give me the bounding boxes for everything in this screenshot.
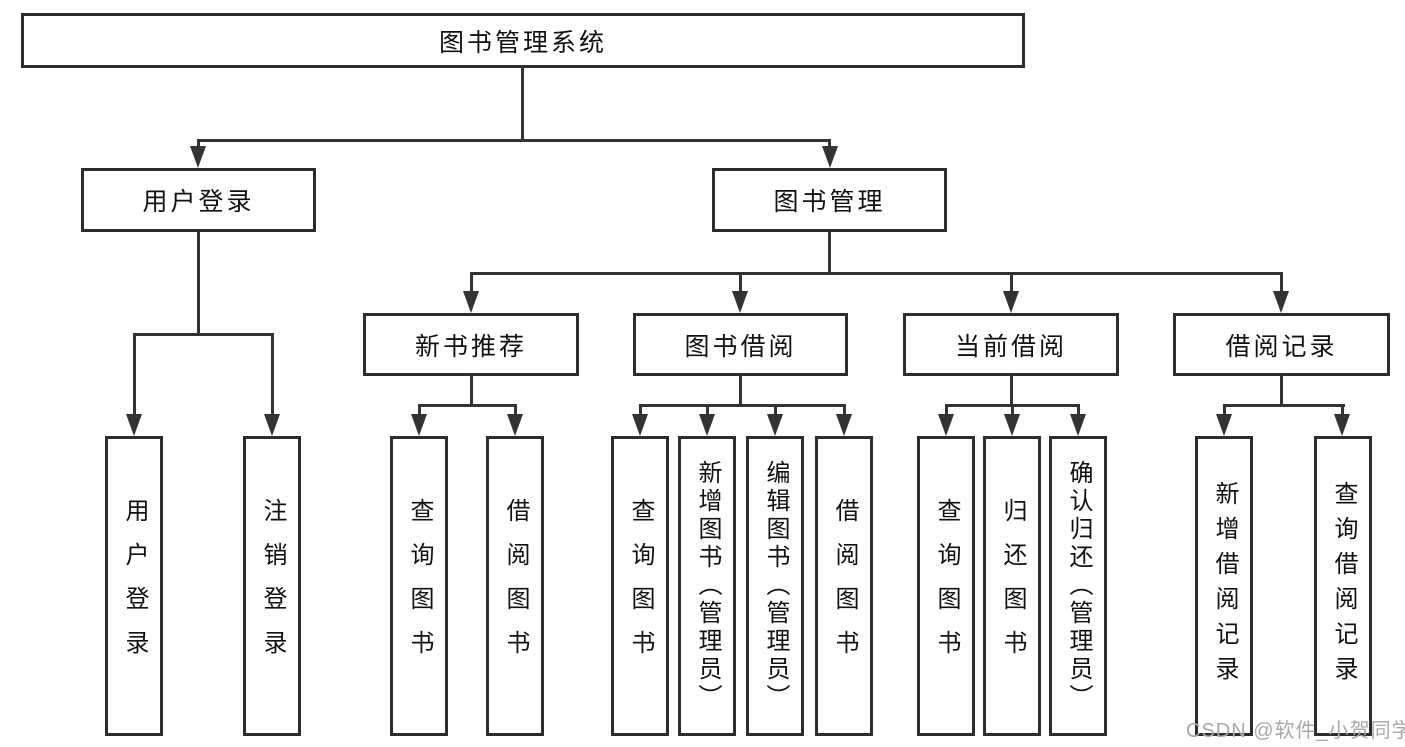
connector-arrow-down <box>767 414 783 436</box>
leaf-add-books-admin: 新增图书（管理员） <box>678 436 736 736</box>
connector-vline <box>739 375 742 407</box>
node-label: 用户登录 <box>142 188 255 216</box>
leaf-confirm-return-admin: 确认归还（管理员） <box>1049 436 1107 736</box>
leaf-return-books: 归还图书 <box>983 436 1041 736</box>
connector-arrow-down <box>822 146 838 168</box>
connector-vline <box>1280 375 1283 407</box>
leaf-label: 查询图书 <box>627 498 654 674</box>
leaf-label: 用户登录 <box>121 498 148 674</box>
node-book-borrowing: 图书借阅 <box>633 313 848 376</box>
connector-vline <box>514 404 517 418</box>
connector-vline <box>828 139 831 151</box>
node-label: 当前借阅 <box>954 332 1067 361</box>
connector-vline <box>1010 272 1013 294</box>
node-label: 借阅记录 <box>1225 332 1338 361</box>
connector-hline <box>1223 404 1345 407</box>
watermark: CSDN @软件_小贺同学 <box>1186 720 1405 742</box>
connector-arrow-down <box>1216 414 1232 436</box>
connector-arrow-down <box>732 291 748 313</box>
connector-hline <box>197 139 831 142</box>
connector-vline <box>133 333 136 418</box>
node-book-management: 图书管理 <box>712 168 947 232</box>
connector-vline <box>418 404 421 418</box>
connector-arrow-down <box>463 291 479 313</box>
node-label: 图书管理系统 <box>438 28 607 57</box>
connector-vline <box>739 272 742 294</box>
connector-hline <box>470 272 1282 275</box>
connector-arrow-down <box>264 414 280 436</box>
node-new-book-recommend: 新书推荐 <box>363 313 579 376</box>
node-user-login: 用户登录 <box>81 168 316 232</box>
leaf-query-books-newrec: 查询图书 <box>390 436 448 736</box>
connector-vline <box>197 139 200 151</box>
leaf-logout-login: 注销登录 <box>243 436 301 736</box>
leaf-query-books-borrowing: 查询图书 <box>611 436 669 736</box>
node-label: 图书借阅 <box>684 332 797 361</box>
connector-arrow-down <box>632 414 648 436</box>
connector-vline <box>1341 404 1344 418</box>
connector-vline <box>639 404 642 418</box>
connector-hline <box>639 404 845 407</box>
leaf-label: 归还图书 <box>999 498 1026 674</box>
leaf-borrow-books-borrowing: 借阅图书 <box>815 436 873 736</box>
leaf-label: 借阅图书 <box>502 498 529 674</box>
connector-vline <box>197 232 200 336</box>
connector-vline <box>828 232 831 275</box>
connector-arrow-down <box>190 146 206 168</box>
node-label: 新书推荐 <box>414 332 527 361</box>
connector-vline <box>1280 272 1283 294</box>
connector-vline <box>706 404 709 418</box>
leaf-add-borrow-record: 新增借阅记录 <box>1195 436 1253 736</box>
connector-vline <box>1077 404 1080 418</box>
connector-vline <box>774 404 777 418</box>
leaf-borrow-books-newrec: 借阅图书 <box>486 436 544 736</box>
leaf-label: 编辑图书（管理员） <box>762 460 789 712</box>
leaf-query-books-current: 查询图书 <box>917 436 975 736</box>
connector-vline <box>521 66 524 142</box>
leaf-label: 注销登录 <box>259 498 286 674</box>
node-root: 图书管理系统 <box>21 13 1025 68</box>
connector-vline <box>1223 404 1226 418</box>
connector-arrow-down <box>411 414 427 436</box>
leaf-label: 查询图书 <box>933 498 960 674</box>
connector-vline <box>843 404 846 418</box>
connector-arrow-down <box>1003 291 1019 313</box>
leaf-user-login: 用户登录 <box>105 436 163 736</box>
connector-arrow-down <box>699 414 715 436</box>
node-label: 图书管理 <box>773 188 886 216</box>
leaf-label: 查询图书 <box>406 498 433 674</box>
connector-arrow-down <box>938 414 954 436</box>
connector-arrow-down <box>1334 414 1350 436</box>
connector-vline <box>271 333 274 418</box>
connector-vline <box>1011 404 1014 418</box>
connector-vline <box>1010 375 1013 407</box>
node-borrow-records: 借阅记录 <box>1173 313 1390 376</box>
connector-vline <box>470 375 473 407</box>
leaf-label: 新增图书（管理员） <box>694 460 721 712</box>
connector-arrow-down <box>1273 291 1289 313</box>
connector-hline <box>418 404 517 407</box>
leaf-edit-books-admin: 编辑图书（管理员） <box>746 436 804 736</box>
node-current-borrowing: 当前借阅 <box>903 313 1119 376</box>
connector-vline <box>470 272 473 294</box>
connector-arrow-down <box>1070 414 1086 436</box>
leaf-label: 新增借阅记录 <box>1211 481 1238 691</box>
connector-arrow-down <box>836 414 852 436</box>
connector-arrow-down <box>507 414 523 436</box>
connector-hline <box>133 333 274 336</box>
connector-vline <box>945 404 948 418</box>
leaf-label: 借阅图书 <box>831 498 858 674</box>
leaf-label: 确认归还（管理员） <box>1065 460 1092 712</box>
leaf-label: 查询借阅记录 <box>1330 481 1357 691</box>
connector-arrow-down <box>1004 414 1020 436</box>
connector-arrow-down <box>126 414 142 436</box>
leaf-query-borrow-record: 查询借阅记录 <box>1314 436 1372 736</box>
